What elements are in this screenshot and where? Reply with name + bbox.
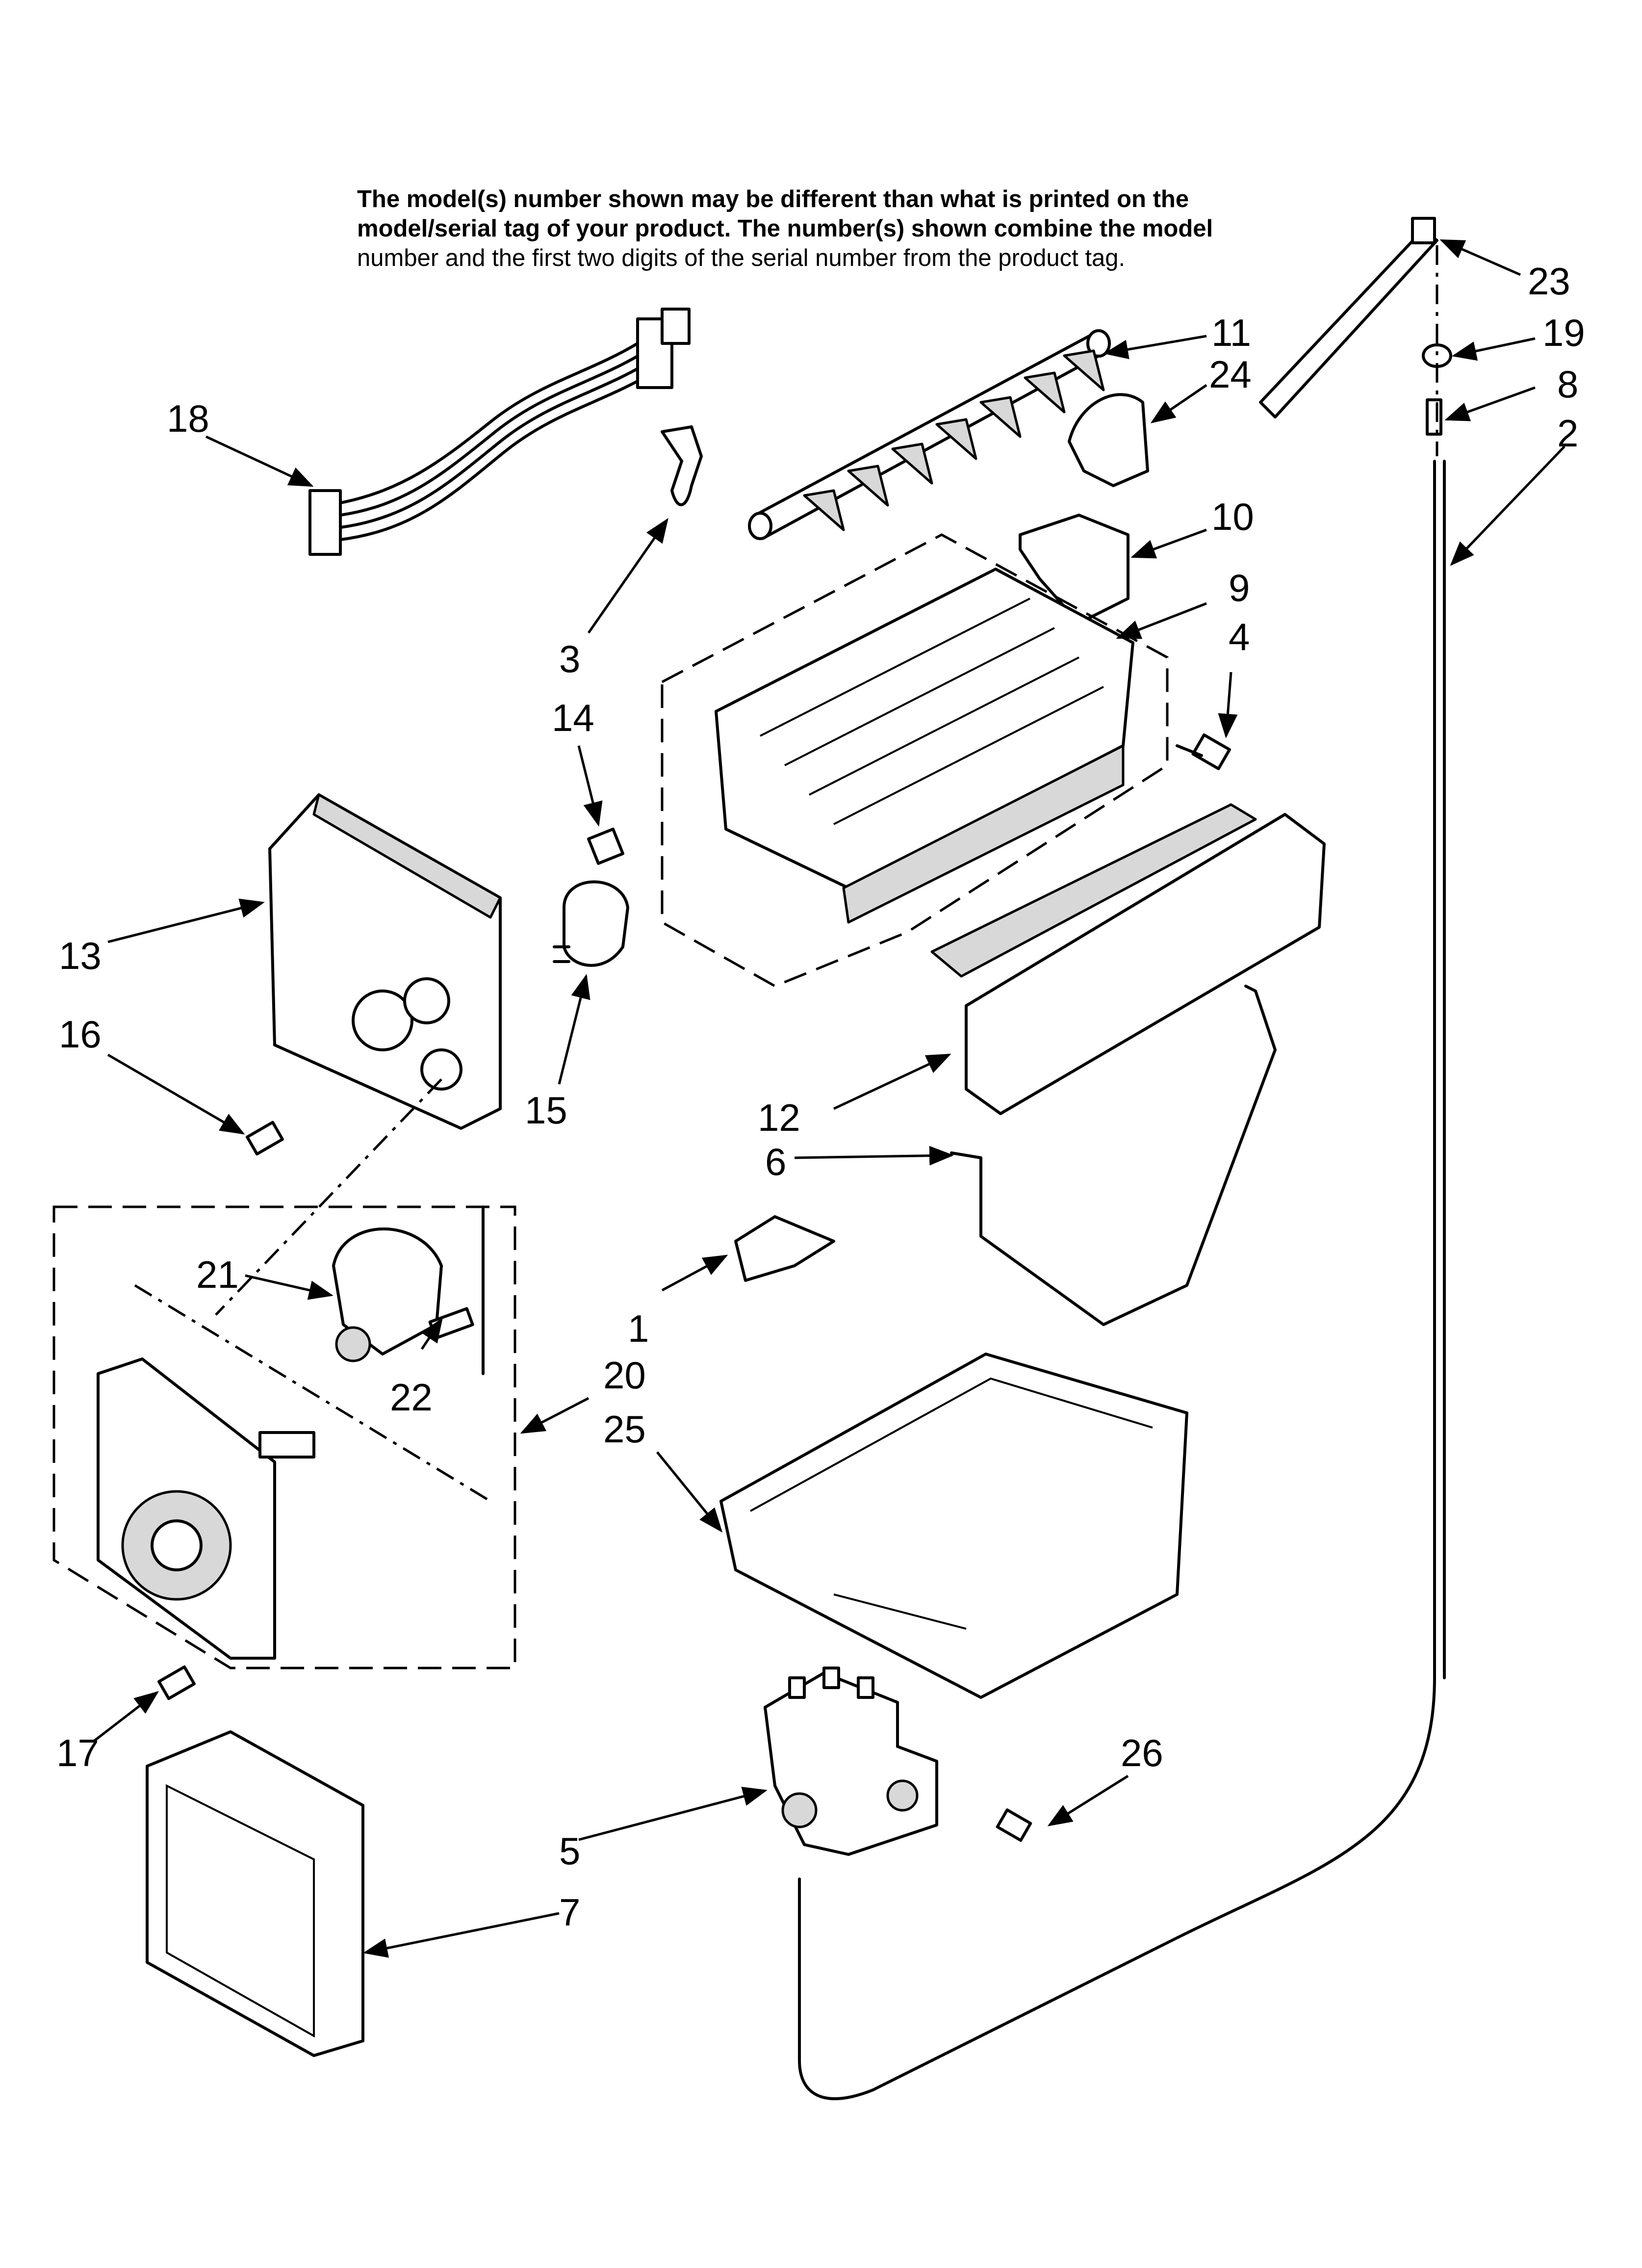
model-number-notice: The model(s) number shown may be differe… [357, 184, 1485, 273]
part-26-screw[interactable] [996, 1808, 1032, 1842]
callout-16: 16 [59, 1013, 102, 1056]
part-6-shutoff-arm[interactable] [950, 985, 1277, 1326]
notice-line-3: number and the first two digits of the s… [357, 245, 1126, 271]
callout-14: 14 [552, 696, 594, 739]
callout-6: 6 [765, 1140, 786, 1183]
part-18-wire-harness[interactable] [308, 308, 691, 556]
part-1-bracket[interactable] [734, 1215, 835, 1282]
part-3-clip[interactable] [661, 425, 703, 506]
part-20-dash-line [134, 1284, 491, 1503]
part-10-bearing[interactable] [1019, 514, 1129, 625]
part-16-screw[interactable] [246, 1121, 284, 1156]
notice-line-1: The model(s) number shown may be differe… [357, 186, 1189, 212]
callout-24: 24 [1209, 353, 1252, 396]
part-24-cam[interactable] [1068, 393, 1149, 487]
part-14-clip[interactable] [587, 828, 624, 865]
part-13-housing[interactable] [268, 793, 502, 1130]
callout-19: 19 [1542, 311, 1585, 354]
callout-1: 1 [628, 1307, 649, 1350]
part-7-cover-frame[interactable] [146, 1730, 364, 2057]
part-2-water-tube[interactable] [798, 460, 1436, 2100]
callout-10: 10 [1211, 495, 1254, 538]
callout-11: 11 [1211, 311, 1251, 354]
callout-20: 20 [603, 1354, 646, 1397]
part-4-screw[interactable] [1176, 733, 1231, 770]
callout-22: 22 [390, 1376, 433, 1419]
part-21-motor[interactable] [332, 1227, 443, 1362]
callout-9: 9 [1229, 566, 1250, 609]
callout-5: 5 [559, 1829, 580, 1873]
callout-23: 23 [1528, 260, 1570, 303]
part-12-cover[interactable] [930, 803, 1326, 1115]
callout-18: 18 [167, 397, 209, 440]
part-17-screw[interactable] [157, 1665, 196, 1700]
callout-12: 12 [758, 1096, 800, 1139]
part-23-fill-tube-heater[interactable] [1259, 217, 1438, 418]
part-8-clamp[interactable] [1426, 398, 1442, 436]
callout-3: 3 [559, 637, 580, 680]
callout-21: 21 [196, 1253, 239, 1296]
callout-13: 13 [59, 934, 102, 977]
part-20-control-module[interactable] [97, 1357, 315, 1660]
callout-17: 17 [56, 1731, 99, 1774]
callout-4: 4 [1229, 615, 1250, 658]
part-5-water-valve[interactable] [764, 1667, 938, 1856]
callout-8: 8 [1557, 363, 1578, 406]
leader-lines [92, 239, 1565, 1958]
part-20-assembly-outline [52, 1205, 516, 1669]
callout-7: 7 [559, 1891, 580, 1934]
notice-line-2: model/serial tag of your product. The nu… [357, 215, 1213, 242]
part-13-dash-line [215, 1078, 442, 1316]
callout-25: 25 [603, 1408, 646, 1451]
callout-15: 15 [525, 1089, 567, 1132]
part-9-mold[interactable] [715, 568, 1134, 924]
part-11-ejector[interactable] [748, 329, 1111, 540]
part-9-mold-outline [661, 533, 1169, 988]
part-15-thermostat[interactable] [553, 880, 629, 967]
part-25-ice-bin[interactable] [719, 1353, 1188, 1699]
callout-2: 2 [1557, 412, 1578, 455]
callout-26: 26 [1121, 1731, 1163, 1774]
